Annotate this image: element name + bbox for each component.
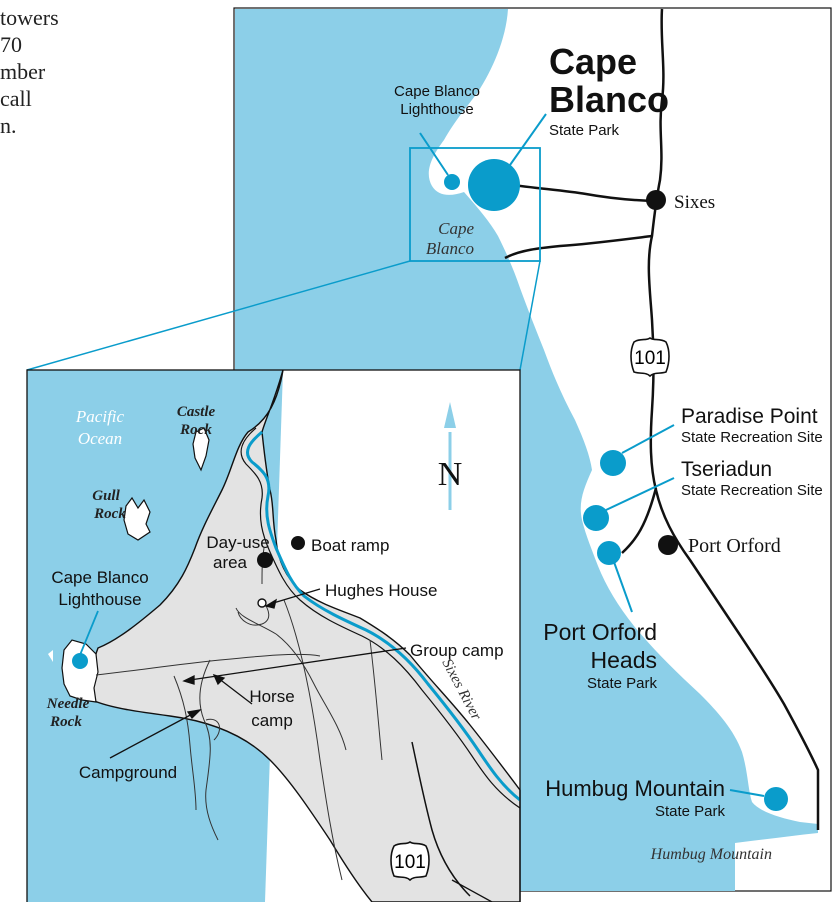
port-orford-heads-leader <box>613 561 633 613</box>
gull-rock-island <box>123 496 151 541</box>
paradise-point-leader <box>621 424 675 454</box>
castle-rock-label: Castle <box>177 404 216 420</box>
humbug-mountain-name: Humbug Mountain <box>545 776 725 801</box>
port-orford-heads-sub: State Park <box>587 675 658 692</box>
boat-ramp-dot <box>291 536 305 550</box>
horse-camp-label: Horse <box>249 687 294 706</box>
sixes-label: Sixes <box>674 192 715 213</box>
gull-rock-label: Gull <box>92 488 120 504</box>
highway-shield-inset-label: 101 <box>394 852 426 873</box>
dayuse-area-label-2: area <box>213 553 248 572</box>
horse-camp-label-2: camp <box>251 711 293 730</box>
dayuse-area-label: Day-use <box>206 533 269 552</box>
inset-frame <box>26 369 521 902</box>
humbug-mountain-marker <box>764 787 788 811</box>
overview-lighthouse-label: Cape Blanco <box>394 83 480 100</box>
campground-label: Campground <box>79 763 177 782</box>
overview-lighthouse-label-2: Lighthouse <box>400 101 473 118</box>
park-access-road <box>499 181 653 203</box>
north-arrow: N <box>438 402 463 510</box>
cape-blanco-title: Cape <box>549 41 637 82</box>
castle-rock-label-2: Rock <box>179 422 212 438</box>
needle-rock-label-2: Rock <box>49 714 82 730</box>
road-to-port-orford-heads <box>621 487 658 554</box>
sixes-town-dot <box>646 190 666 210</box>
highway-shield-inset: 101 <box>390 841 430 882</box>
sixes-river-bank <box>246 430 521 802</box>
hughes-house-marker <box>257 598 267 608</box>
cape-place-label: Cape <box>438 219 474 238</box>
cape-blanco-title-2: Blanco <box>549 79 669 120</box>
inset-connector-right <box>519 260 541 371</box>
highway-101-inset <box>411 741 471 897</box>
boat-ramp-label: Boat ramp <box>311 536 389 555</box>
tseriadun-leader <box>605 477 675 511</box>
intro-line: call <box>0 86 32 111</box>
paradise-point-marker <box>600 450 626 476</box>
north-label: N <box>438 456 463 493</box>
highway-shield-overview-label: 101 <box>634 348 666 369</box>
road-to-sixes-west <box>504 234 653 260</box>
dayuse-area-dot <box>257 552 273 568</box>
tseriadun-sub: State Recreation Site <box>681 482 823 499</box>
inset-map: N 101 Pacific Ocean Castle Rock Gull Roc… <box>27 369 521 902</box>
lighthouse-leader <box>419 132 449 176</box>
gull-rock-label-2: Rock <box>93 506 126 522</box>
inset-connector-left <box>26 260 411 371</box>
castle-rock-island <box>192 427 210 472</box>
humbug-mountain-leader <box>729 789 765 797</box>
humbug-mountain-place: Humbug Mountain <box>650 846 772 863</box>
inset-locator-box <box>409 147 541 262</box>
needle-rock <box>48 650 53 662</box>
sixes-river-bank-inner <box>240 427 521 809</box>
inset-lighthouse-label-2: Lighthouse <box>58 590 141 609</box>
hughes-house-label: Hughes House <box>325 581 437 600</box>
pacific-ocean-label-2: Ocean <box>78 429 122 448</box>
cape-blanco-leader <box>509 113 547 166</box>
port-orford-label: Port Orford <box>688 535 781 557</box>
needle-rock-label: Needle <box>46 696 90 712</box>
lighthouse-marker <box>444 174 460 190</box>
inset-lighthouse-label: Cape Blanco <box>51 568 148 587</box>
cape-blanco-park-marker <box>468 159 520 211</box>
tseriadun-name: Tseriadun <box>681 458 772 481</box>
intro-line: n. <box>0 113 17 138</box>
paradise-point-name: Paradise Point <box>681 405 818 428</box>
cape-blanco-subtitle: State Park <box>549 122 620 139</box>
group-camp-label: Group camp <box>410 641 504 660</box>
pacific-ocean-label: Pacific <box>75 407 125 426</box>
intro-line: 70 <box>0 32 22 57</box>
intro-line: towers <box>0 5 59 30</box>
intro-line: mber <box>0 59 46 84</box>
paradise-point-sub: State Recreation Site <box>681 429 823 446</box>
intro-text-fragment: towers 70 mber call n. <box>0 4 230 139</box>
highway-shield-overview: 101 <box>630 337 670 378</box>
lighthouse-headland <box>61 639 99 703</box>
inset-pointers <box>109 588 493 902</box>
port-orford-heads-marker <box>597 541 621 565</box>
port-orford-town-dot <box>658 535 678 555</box>
humbug-mountain-sub: State Park <box>655 803 726 820</box>
inset-lighthouse-marker <box>72 653 88 669</box>
highway-101-overview <box>647 8 820 830</box>
tseriadun-marker <box>583 505 609 531</box>
inset-lighthouse-leader <box>79 610 99 656</box>
inset-trails <box>95 547 383 881</box>
cape-place-label-2: Blanco <box>426 239 474 258</box>
port-orford-heads-name: Port Orford <box>543 619 657 645</box>
port-orford-heads-name-2: Heads <box>591 647 657 673</box>
